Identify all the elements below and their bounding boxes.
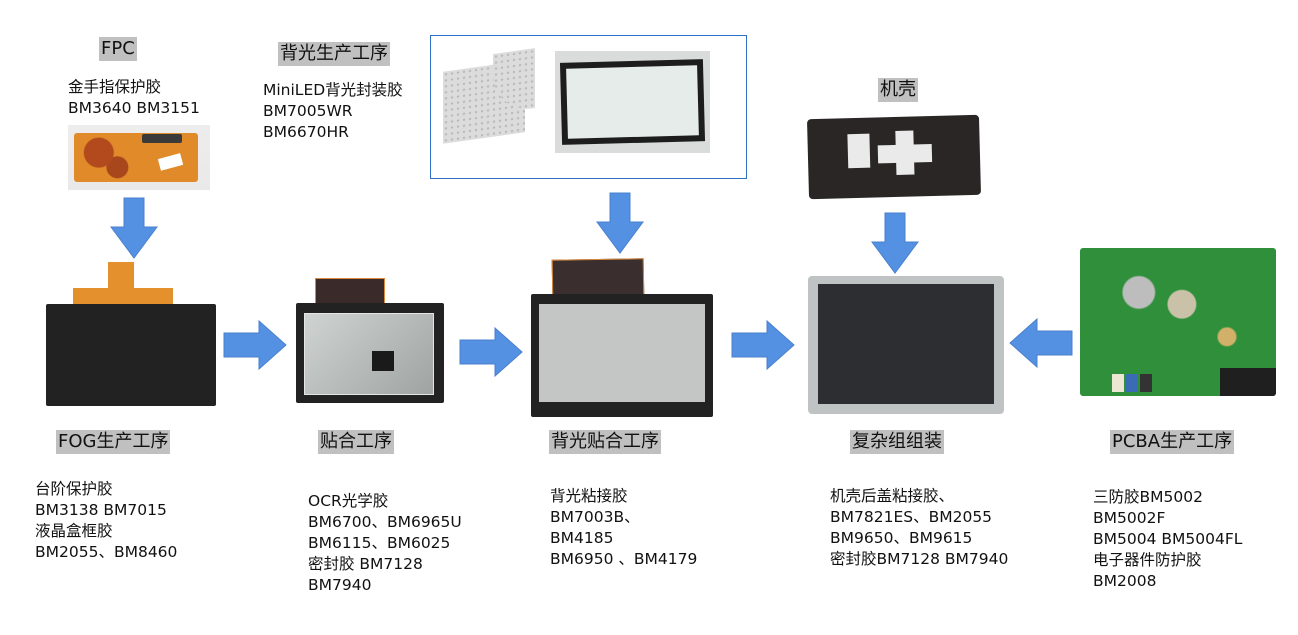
lamination-reflection-image (372, 351, 394, 371)
lamination-glass-image (304, 313, 434, 395)
backlight-panel-frame (531, 294, 713, 417)
material-line: 机壳后盖粘接胶、 (830, 487, 955, 505)
material-line: 台阶保护胶 (35, 480, 113, 498)
fpc-photo (68, 125, 210, 190)
material-line: BM6700、BM6965U (308, 513, 462, 531)
material-line: BM6670HR (263, 123, 349, 141)
backlight-title: 背光生产工序 (278, 42, 390, 66)
backlight-materials: MiniLED背光封装胶 BM7005WR BM6670HR (263, 80, 403, 143)
stage-title-lamination: 贴合工序 (318, 430, 394, 454)
arrow-left-icon (1009, 318, 1073, 368)
pcba-port-image (1126, 374, 1138, 392)
housing-title: 机壳 (878, 78, 918, 102)
material-line: 三防胶BM5002 (1093, 488, 1203, 506)
backlight-frame-image (559, 59, 706, 145)
housing-photo (806, 114, 982, 200)
fog-panel-image (46, 304, 216, 406)
fpc-title: FPC (99, 37, 137, 61)
material-line: BM5004 BM5004FL (1093, 530, 1243, 548)
backlight-image-box (430, 35, 747, 179)
fog-flex-image (108, 262, 134, 290)
assembly-screen-image (818, 284, 994, 404)
arrow-down-icon (596, 192, 644, 254)
material-line: BM7005WR (263, 102, 353, 120)
stage-title-fog: FOG生产工序 (56, 430, 171, 454)
material-line: 背光粘接胶 (550, 487, 628, 505)
material-line: MiniLED背光封装胶 (263, 81, 403, 99)
material-line: 密封胶 BM7128 (308, 555, 423, 573)
material-line: BM4185 (550, 529, 614, 547)
stage-materials-fog: 台阶保护胶 BM3138 BM7015 液晶盒框胶 BM2055、BM8460 (35, 479, 177, 563)
material-line: 液晶盒框胶 (35, 522, 113, 540)
backlight-sheet-image (539, 304, 705, 402)
backlight-frame-photo (555, 51, 710, 153)
arrow-right-icon (459, 327, 523, 377)
assembly-module-image (808, 276, 1004, 414)
material-line: BM3640 BM3151 (68, 99, 200, 117)
material-line: BM2055、BM8460 (35, 543, 178, 561)
lamination-flex-image (315, 278, 385, 304)
housing-window-image (895, 130, 915, 175)
fpc-connector-image (141, 134, 182, 144)
arrow-right-icon (731, 320, 795, 370)
stage-title-backlight-lamination: 背光贴合工序 (549, 430, 661, 454)
fpc-materials: 金手指保护胶 BM3640 BM3151 (68, 77, 200, 119)
housing-window-image (847, 133, 871, 169)
lamination-panel-frame (296, 303, 444, 403)
pcba-port-image (1112, 374, 1124, 392)
material-line: BM5002F (1093, 509, 1166, 527)
pcba-connector-image (1220, 368, 1276, 396)
material-line: BM7003B、 (550, 508, 640, 526)
arrow-down-icon (871, 212, 919, 274)
pcba-port-image (1140, 374, 1152, 392)
material-line: BM7940 (308, 576, 372, 594)
material-line: BM6115、BM6025 (308, 534, 451, 552)
material-line: BM3138 BM7015 (35, 501, 167, 519)
material-line: BM6950 、BM4179 (550, 550, 698, 568)
arrow-right-icon (223, 320, 287, 370)
stage-title-assembly: 复杂组组装 (850, 430, 944, 454)
stage-materials-lamination: OCR光学胶 BM6700、BM6965U BM6115、BM6025 密封胶 … (308, 491, 462, 596)
fog-flex-bar-image (73, 288, 173, 304)
material-line: BM9650、BM9615 (830, 529, 973, 547)
arrow-down-icon (110, 197, 158, 259)
pcba-board-image (1080, 248, 1276, 396)
material-line: BM2008 (1093, 572, 1157, 590)
material-line: OCR光学胶 (308, 492, 389, 510)
stage-materials-pcba: 三防胶BM5002 BM5002F BM5004 BM5004FL 电子器件防护… (1093, 487, 1242, 592)
material-line: 金手指保护胶 (68, 78, 162, 96)
stage-materials-backlight-lamination: 背光粘接胶 BM7003B、 BM4185 BM6950 、BM4179 (550, 486, 697, 570)
stage-title-pcba: PCBA生产工序 (1110, 430, 1235, 454)
material-line: BM7821ES、BM2055 (830, 508, 993, 526)
material-line: 密封胶BM7128 BM7940 (830, 550, 1009, 568)
material-line: 电子器件防护胶 (1093, 551, 1202, 569)
stage-materials-assembly: 机壳后盖粘接胶、 BM7821ES、BM2055 BM9650、BM9615 密… (830, 486, 1008, 570)
